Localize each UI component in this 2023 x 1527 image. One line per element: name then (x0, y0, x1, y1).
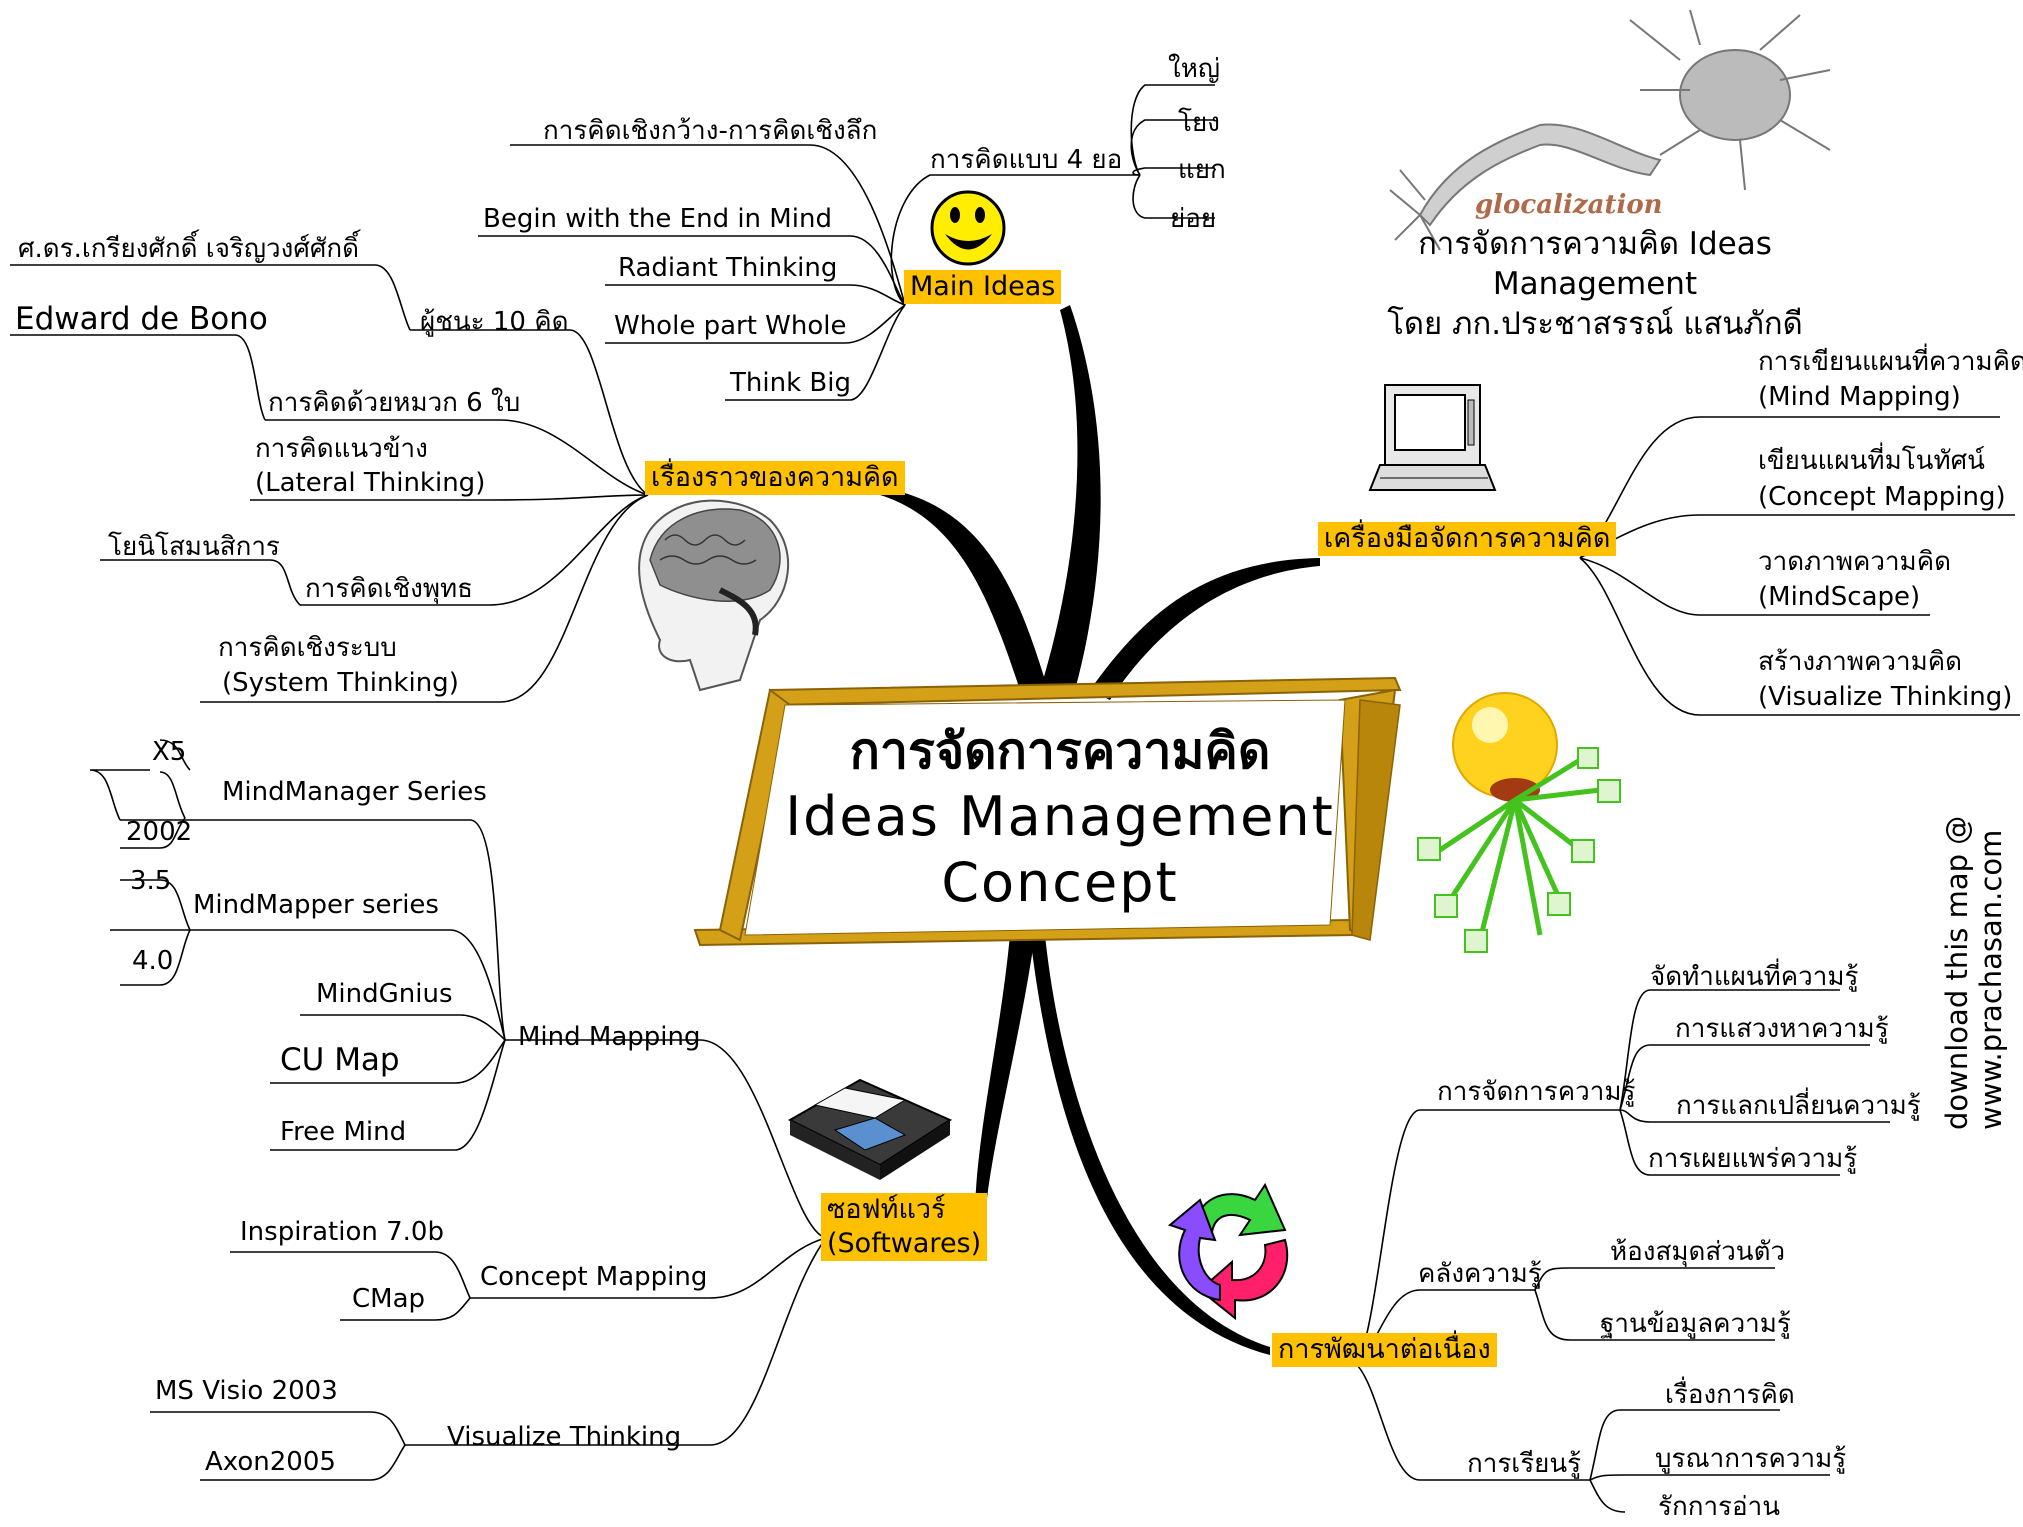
tool-item-line1[interactable]: การเขียนแผนที่ความคิด (1758, 347, 2023, 377)
title-thai: การจัดการความคิด (849, 722, 1271, 780)
system-label-1[interactable]: การคิดเชิงระบบ (218, 633, 397, 663)
central-branches (880, 305, 1320, 1355)
main-idea-item[interactable]: Think Big (730, 368, 851, 398)
lateral-label-2[interactable]: (Lateral Thinking) (255, 468, 486, 498)
caption-line1: การจัดการความคิด Ideas Management (1418, 226, 1772, 302)
glocalization-logo: glocalization (1475, 190, 1663, 220)
branch-software (975, 935, 1035, 1218)
title-frame (693, 676, 1402, 947)
tool-item-line2[interactable]: (Concept Mapping) (1758, 482, 2006, 512)
title-english-2: Concept (941, 851, 1179, 914)
four-way-item[interactable]: แยก (1178, 155, 1226, 185)
learning-item[interactable]: รักการอ่าน (1658, 1492, 1781, 1522)
four-ways-label[interactable]: การคิดแบบ 4 ยอ (930, 145, 1123, 175)
four-way-item[interactable]: ย่อย (1170, 204, 1217, 234)
winner-author[interactable]: ศ.ดร.เกรียงศักดิ์ เจริญวงศ์ศักดิ์ (18, 234, 359, 264)
learning-item[interactable]: เรื่องการคิด (1665, 1380, 1795, 1410)
branch-development (1030, 935, 1270, 1355)
author-caption: การจัดการความคิด Ideas Management โดย ภก… (1315, 224, 1875, 344)
main-idea-item[interactable]: การคิดเชิงกว้าง-การคิดเชิงลึก (543, 116, 878, 146)
km-item[interactable]: จัดทำแผนที่ความรู้ (1650, 962, 1859, 992)
neuron-image (1389, 9, 1831, 251)
laptop-icon (1368, 384, 1497, 491)
cumap-label[interactable]: CU Map (280, 1042, 400, 1078)
concept-mapping-label[interactable]: Concept Mapping (480, 1262, 708, 1292)
tool-item-line2[interactable]: (MindScape) (1758, 582, 1921, 612)
title-english-1: Ideas Management (785, 785, 1335, 848)
main-idea-item[interactable]: Whole part Whole (614, 311, 847, 341)
buddhist-child[interactable]: โยนิโสมนสิการ (108, 532, 280, 562)
branch-story (880, 487, 1048, 690)
tool-item-line1[interactable]: เขียนแผนที่มโนทัศน์ (1758, 446, 1985, 476)
buddhist-label[interactable]: การคิดเชิงพุทธ (305, 574, 473, 604)
software-header[interactable]: ซอฟท์แวร์ (Softwares) (821, 1193, 988, 1261)
hats-label[interactable]: การคิดด้วยหมวก 6 ใบ (268, 388, 521, 418)
branch-main-ideas (1040, 305, 1101, 690)
main-idea-item[interactable]: Begin with the End in Mind (483, 204, 832, 234)
km-item[interactable]: การแลกเปลี่ยนความรู้ (1676, 1091, 1921, 1121)
km-item[interactable]: การแสวงหาความรู้ (1675, 1014, 1889, 1044)
software-header-2: (Softwares) (827, 1228, 982, 1259)
mindmanager-label[interactable]: MindManager Series (222, 777, 487, 807)
learning-item[interactable]: บูรณาการความรู้ (1655, 1444, 1847, 1474)
mindgnius-label[interactable]: MindGnius (316, 979, 453, 1009)
store-item[interactable]: ห้องสมุดส่วนตัว (1610, 1237, 1786, 1267)
lightbulb-icon (1417, 692, 1621, 953)
system-label-2[interactable]: (System Thinking) (222, 668, 459, 698)
development-header[interactable]: การพัฒนาต่อเนื่อง (1272, 1333, 1497, 1367)
branch-tools (1090, 558, 1320, 700)
store-label[interactable]: คลังความรู้ (1418, 1259, 1542, 1289)
download-line1: download this map @ (1940, 815, 1974, 1130)
lateral-label-1[interactable]: การคิดแนวข้าง (255, 434, 428, 464)
visio-label[interactable]: MS Visio 2003 (155, 1376, 338, 1406)
main-ideas-header[interactable]: Main Ideas (904, 270, 1062, 304)
mind-mapping-label[interactable]: Mind Mapping (518, 1022, 701, 1052)
visualize-label[interactable]: Visualize Thinking (447, 1422, 682, 1452)
km-label[interactable]: การจัดการความรู้ (1437, 1077, 1636, 1107)
caption-line2: โดย ภก.ประชาสรรณ์ แสนภักดี (1387, 306, 1803, 342)
mindmanager-version[interactable]: 2002 (126, 817, 193, 847)
inspiration-label[interactable]: Inspiration 7.0b (240, 1217, 444, 1247)
main-idea-item[interactable]: Radiant Thinking (618, 253, 838, 283)
axon-label[interactable]: Axon2005 (205, 1447, 336, 1477)
download-line2: www.prachasan.com (1974, 829, 2008, 1130)
recycle-arrows-icon (1167, 1182, 1289, 1321)
tool-item-line2[interactable]: (Mind Mapping) (1758, 382, 1961, 412)
mindmanager-version[interactable]: X5 (152, 737, 187, 767)
tools-header[interactable]: เครื่องมือจัดการความคิด (1318, 522, 1617, 556)
tool-item-line1[interactable]: วาดภาพความคิด (1758, 547, 1951, 577)
brain-icon (638, 499, 790, 692)
floppy-disk-icon (787, 1078, 953, 1180)
mindmapper-label[interactable]: MindMapper series (193, 890, 439, 920)
tool-item-line1[interactable]: สร้างภาพความคิด (1758, 647, 1963, 677)
software-header-1: ซอฟท์แวร์ (827, 1194, 946, 1225)
branch-lines (10, 84, 2020, 1513)
hats-author[interactable]: Edward de Bono (15, 301, 268, 337)
story-header[interactable]: เรื่องราวของความคิด (645, 461, 905, 495)
km-item[interactable]: การเผยแพร่ความรู้ (1648, 1144, 1858, 1174)
freemind-label[interactable]: Free Mind (280, 1117, 407, 1147)
winner-label[interactable]: ผู้ชนะ 10 คิด (420, 307, 569, 337)
four-way-item[interactable]: โยง (1178, 108, 1220, 138)
store-item[interactable]: ฐานข้อมูลความรู้ (1600, 1309, 1791, 1339)
mindmapper-version[interactable]: 3.5 (130, 866, 172, 896)
mindmapper-version[interactable]: 4.0 (132, 946, 174, 976)
tool-item-line2[interactable]: (Visualize Thinking) (1758, 682, 2013, 712)
four-way-item[interactable]: ใหญ่ (1168, 54, 1220, 84)
download-note: download this map @ www.prachasan.com (1940, 730, 2008, 1130)
cmap-label[interactable]: CMap (352, 1284, 426, 1314)
smiley-icon (930, 190, 1006, 266)
learning-label[interactable]: การเรียนรู้ (1467, 1449, 1582, 1479)
central-title: การจัดการความคิด Ideas Management Concep… (740, 718, 1380, 916)
